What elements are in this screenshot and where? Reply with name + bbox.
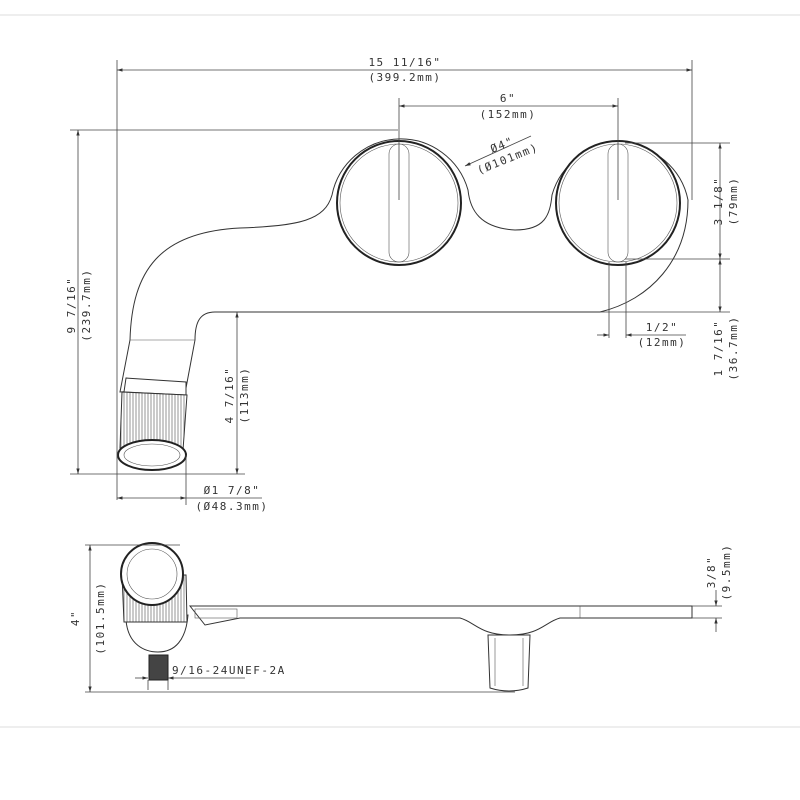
hose-inlet [194,608,238,619]
dim-slot-offset-imperial: 1/2" [646,321,679,334]
dim-knob-height-metric: (79mm) [727,177,740,226]
dim-overall-width-imperial: 15 11/16" [368,56,441,69]
dim-nut-diameter-metric: (Ø48.3mm) [195,500,268,513]
dim-knob-height-imperial: 3 1/8" [712,177,725,226]
threaded-fitting [148,654,169,681]
dim-overall-width-metric: (399.2mm) [368,71,441,84]
nozzle-housing [487,634,531,692]
nut-opening-inner [123,443,181,467]
side-nut-top [120,542,184,606]
dim-hole-spacing-imperial: 6" [500,92,516,105]
dim-neck-height-imperial: 4 7/16" [223,367,236,424]
valve-body [125,614,189,653]
dim-overall-height-metric: (239.7mm) [80,268,93,341]
dim-slot-offset-metric: (12mm) [638,336,687,349]
side-plate [188,605,693,636]
dim-plate-thickness-imperial: 3/8" [705,556,718,589]
dim-nut-diameter-imperial: Ø1 7/8" [204,484,261,497]
side-view: 9/16-24UNEF-2A 4" (101.5mm) 3/8" (9.5mm) [69,542,733,693]
dim-plate-thickness-metric: (9.5mm) [720,544,733,601]
thread-spec-label: 9/16-24UNEF-2A [172,664,286,677]
top-view: 15 11/16" (399.2mm) 6" (152mm) Ø4" (Ø101… [65,56,740,513]
dim-bottom-offset-imperial: 1 7/16" [712,320,725,377]
dim-total-height-metric: (101.5mm) [94,581,107,654]
dim-knob-diameter-leader [464,135,532,167]
dim-neck-height-metric: (113mm) [238,367,251,424]
nut-opening [117,439,187,471]
dim-total-height-imperial: 4" [69,610,82,626]
dim-hole-spacing-metric: (152mm) [480,108,537,121]
dim-overall-height-imperial: 9 7/16" [65,277,78,334]
dim-bottom-offset-metric: (36.7mm) [727,316,740,381]
side-nut-inner [126,548,178,600]
